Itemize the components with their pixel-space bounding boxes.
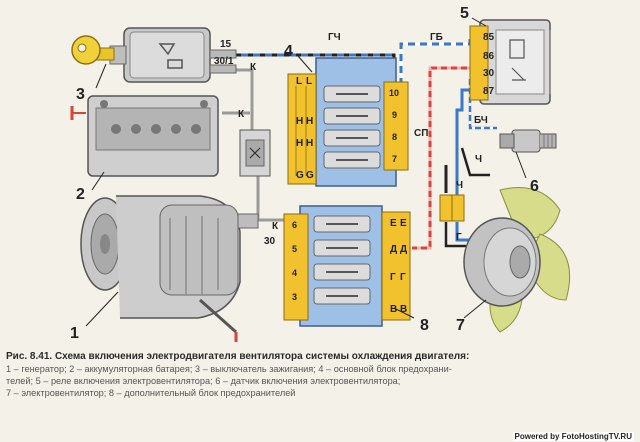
ignition-key-icon [71,35,115,65]
electric-fan [463,187,571,333]
caption-title: Рис. 8.41. Схема включения электродвигат… [6,351,470,362]
wire-code-g-motor: Г [456,232,462,243]
main-fuse-letter: G [296,170,304,181]
temperature-sensor [499,129,557,153]
callout-1: 1 [70,325,79,342]
generator [80,195,259,342]
battery [70,95,219,177]
wire-code-gch: ГЧ [328,32,341,43]
extra-fuse-number: 4 [292,268,297,278]
wire-code-sp: СП [414,128,428,139]
battery-connector [239,129,271,177]
extra-fuse-letter: Д [390,244,397,255]
callout-6: 6 [530,178,539,195]
wire-code-k-top: К [250,62,257,73]
wire-code-gb: ГБ [430,32,443,43]
extra-fuse-letter: Г [400,272,406,283]
caption-legend-line: 7 – электровентилятор; 8 – дополнительны… [6,388,296,398]
wire-code-bch: БЧ [474,115,488,126]
wire-code-ch-connector: Ч [456,180,463,191]
caption-legend-line: телей; 5 – реле включения электровентиля… [6,376,401,386]
callout-7: 7 [456,317,465,334]
extra-fuse-number: 5 [292,244,297,254]
main-fuse-number: 9 [392,110,397,120]
relay-terminal-85: 85 [483,32,495,43]
main-fuse-letter: L [306,76,312,87]
extra-fuse-number: 6 [292,220,297,230]
caption-legend-line: 1 – генератор; 2 – аккумуляторная батаре… [6,364,452,374]
wire-code-k-generator: К [272,221,279,232]
callout-8: 8 [420,317,429,334]
main-fuse-letter: H [306,138,313,149]
relay-terminal-30: 30 [483,68,495,79]
wire-relay-87 [455,88,481,200]
main-fuse-letter: H [306,116,313,127]
main-fuse-letter: L [296,76,302,87]
extra-fuse-letter: Г [390,272,396,283]
terminal-30-generator-label: 30 [264,236,276,247]
terminal-30-1-label: 30/1 [214,56,234,67]
wire-code-k-battery: К [238,109,245,120]
extra-fuse-letter: В [390,304,397,315]
main-fuse-letter: H [296,116,303,127]
watermark: Powered by FotoHostingTV.RU [512,432,634,441]
main-fuse-letter: H [296,138,303,149]
main-fuse-number: 10 [389,88,399,98]
extra-fuse-block [283,205,411,327]
extra-fuse-letter: В [400,304,407,315]
fan-relay [469,19,551,105]
wire-connector [439,194,465,222]
main-fuse-letter: G [306,170,314,181]
callout-5: 5 [460,5,469,22]
figure-caption: Рис. 8.41. Схема включения электродвигат… [6,350,634,399]
ignition-switch [109,27,237,83]
main-fuse-number: 7 [392,154,397,164]
relay-terminal-86: 86 [483,51,495,62]
wire-code-ch-sensor: Ч [475,154,482,165]
callout-3: 3 [76,86,85,103]
extra-fuse-letter: E [400,218,407,229]
callout-4: 4 [284,43,293,60]
relay-terminal-87: 87 [483,86,495,97]
terminal-15-label: 15 [220,39,232,50]
wiring-diagram: 3 2 1 4 5 6 7 8 15 30/1 30 85 86 30 87 Г… [70,5,571,342]
extra-fuse-letter: E [390,218,397,229]
main-fuse-block [287,57,409,187]
callout-2: 2 [76,186,85,203]
extra-fuse-letter: Д [400,244,407,255]
main-fuse-number: 8 [392,132,397,142]
extra-fuse-number: 3 [292,292,297,302]
